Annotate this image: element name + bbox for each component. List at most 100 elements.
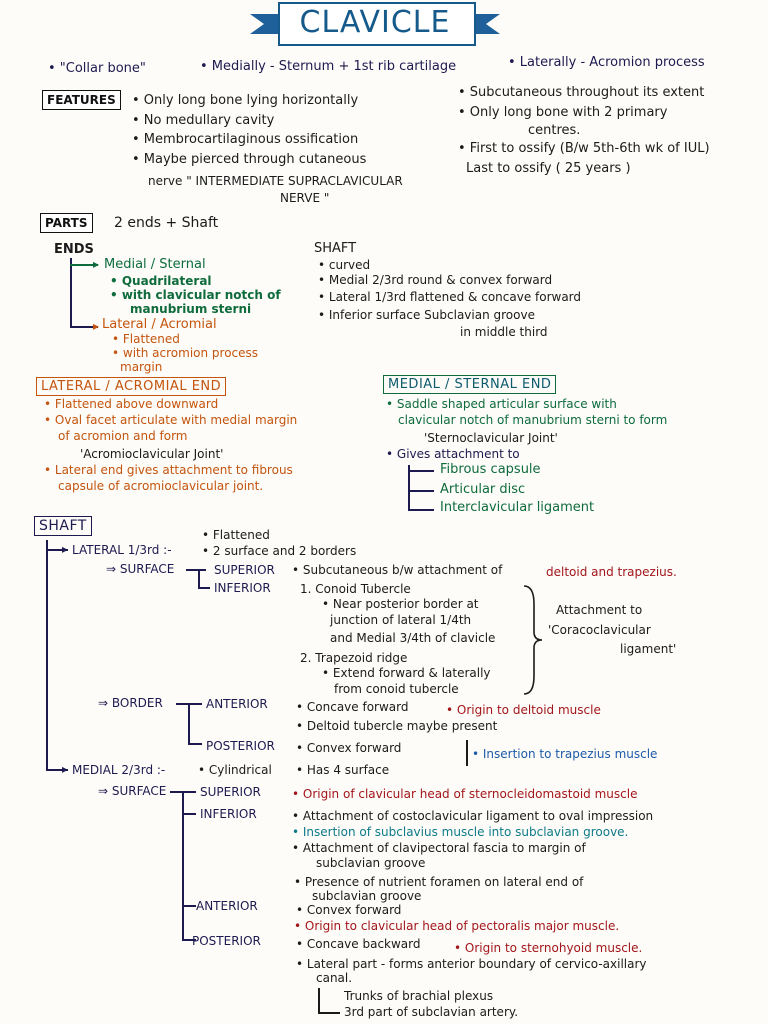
inferior-label: INFERIOR: [214, 581, 271, 595]
medial-end-item-4: • Gives attachment to: [386, 447, 520, 461]
ends-tree-trunk: [70, 258, 72, 328]
medial-attach-branch-2: [408, 490, 434, 492]
anterior-border-label: ANTERIOR: [206, 697, 268, 711]
attachment-note-3: ligament': [620, 642, 677, 656]
inferior-item-7: from conoid tubercle: [334, 682, 459, 696]
medial-attach-tree: [408, 465, 410, 511]
arrow-icon: ▸: [62, 542, 69, 556]
superior-text: • Subcutaneous b/w attachment of: [292, 563, 503, 577]
lateral-part-2: canal.: [316, 971, 353, 985]
ribbon-left: [250, 14, 278, 34]
m-inferior-item-3: • Attachment of clavipectoral fascia to …: [292, 841, 586, 855]
lateral-end-heading: LATERAL / ACROMIAL END: [36, 377, 227, 396]
anterior-item-1: • Concave forward: [296, 700, 409, 714]
attachment-fibrous-capsule: Fibrous capsule: [440, 462, 541, 477]
canal-tree-base: [318, 1012, 340, 1014]
medial-item-3: manubrium sterni: [130, 302, 252, 316]
ends-label: ENDS: [54, 242, 94, 257]
medial-end-label: Medial / Sternal: [104, 257, 206, 272]
shaft-branch-lateral: [46, 549, 68, 551]
m-inferior-item-2: • Insertion of subclavius muscle into su…: [292, 825, 629, 839]
medial-attach-branch-1: [408, 470, 434, 472]
shaft-heading: SHAFT: [34, 516, 92, 536]
medial-attach-branch-3: [408, 509, 434, 511]
lateral-surface-label: ⇒ SURFACE: [106, 562, 175, 576]
shaft-summary-label: SHAFT: [314, 241, 357, 256]
anterior-origin: • Origin to deltoid muscle: [446, 703, 601, 717]
lateral-end-item-5: • Lateral end gives attachment to fibrou…: [44, 463, 293, 477]
lateral-end-item-1: • Flattened above downward: [44, 397, 219, 411]
shaft-branch-medial: [46, 769, 68, 771]
posterior-divider: [466, 740, 468, 766]
medial-end-item-2: clavicular notch of manubrium sterni to …: [398, 413, 668, 427]
inferior-item-5: 2. Trapezoid ridge: [300, 651, 408, 665]
posterior-insertion: • Insertion to trapezius muscle: [472, 747, 658, 761]
attachment-note-1: Attachment to: [556, 603, 643, 617]
medial-surface-label: ⇒ SURFACE: [98, 784, 167, 798]
m-inferior-item-1: • Attachment of costoclavicular ligament…: [292, 809, 654, 823]
feature-left-5: nerve " INTERMEDIATE SUPRACLAVICULAR: [148, 174, 403, 188]
inferior-item-3: junction of lateral 1/4th: [330, 613, 472, 627]
feature-right-3: centres.: [528, 123, 581, 138]
lateral-feature-2: • 2 surface and 2 borders: [202, 544, 357, 558]
posterior-item: • Convex forward: [296, 741, 402, 755]
medial-surface-trunk: [182, 791, 184, 941]
feature-left-2: • No medullary cavity: [132, 113, 275, 128]
m-superior-label: SUPERIOR: [200, 785, 261, 799]
canal-tree-stem: [318, 988, 320, 1014]
lateral-third-label: LATERAL 1/3rd :-: [72, 543, 172, 557]
arrow-icon: ▸: [93, 257, 100, 271]
superior-text-muscles: deltoid and trapezius.: [546, 565, 677, 579]
feature-right-4: • First to ossify (B/w 5th-6th wk of IUL…: [458, 141, 710, 156]
surface-branch-top: [186, 569, 206, 571]
attachment-articular-disc: Articular disc: [440, 482, 526, 497]
m-inferior-item-4: subclavian groove: [316, 856, 426, 870]
attachment-note-2: 'Coracoclavicular: [548, 623, 651, 637]
canal-content-2: 3rd part of subclavian artery.: [344, 1005, 519, 1019]
parts-text: 2 ends + Shaft: [114, 215, 219, 231]
lateral-feature-1: • Flattened: [202, 528, 270, 542]
lateral-end-label: Lateral / Acromial: [102, 317, 217, 332]
medial-item-1: • Quadrilateral: [110, 274, 212, 288]
feature-left-3: • Membrocartilaginous ossification: [132, 132, 359, 147]
inferior-item-2: • Near posterior border at: [322, 597, 479, 611]
medial-surface-branch-anterior: [182, 905, 196, 907]
m-posterior-label: POSTERIOR: [192, 934, 261, 948]
medial-feature-2: • Has 4 surface: [296, 763, 390, 777]
lateral-part-1: • Lateral part - forms anterior boundary…: [296, 957, 647, 971]
border-label: ⇒ BORDER: [98, 696, 163, 710]
shaft-item-2: • Medial 2/3rd round & convex forward: [318, 273, 553, 287]
m-anterior-label: ANTERIOR: [196, 899, 258, 913]
canal-content-1: Trunks of brachial plexus: [344, 989, 494, 1003]
anterior-item-2: • Deltoid tubercle maybe present: [296, 719, 498, 733]
medial-item-2: • with clavicular notch of: [110, 288, 281, 302]
posterior-border-label: POSTERIOR: [206, 739, 275, 753]
lateral-end-item-4: 'Acromioclavicular Joint': [80, 447, 224, 461]
feature-left-4: • Maybe pierced through cutaneous: [132, 152, 367, 167]
m-inferior-item-6: subclavian groove: [312, 889, 422, 903]
m-posterior-item-2: • Origin to sternohyoid muscle.: [454, 941, 643, 955]
medial-surface-branch-posterior: [182, 939, 196, 941]
medial-feature-1: • Cylindrical: [198, 763, 272, 777]
laterally-note: • Laterally - Acromion process: [508, 55, 705, 70]
medial-end-item-3: 'Sternoclavicular Joint': [424, 431, 558, 445]
m-anterior-item-2: • Origin to clavicular head of pectorali…: [294, 919, 620, 933]
m-posterior-item-1: • Concave backward: [296, 937, 421, 951]
medially-note: • Medially - Sternum + 1st rib cartilage: [200, 59, 457, 74]
border-branch-bottom: [188, 743, 202, 745]
feature-left-1: • Only long bone lying horizontally: [132, 93, 359, 108]
shaft-item-3: • Lateral 1/3rd flattened & concave forw…: [318, 290, 582, 304]
title-banner: CLAVICLE: [250, 2, 500, 46]
ends-branch-medial: [70, 264, 98, 266]
arrow-icon: ▸: [62, 762, 69, 776]
shaft-item-1: • curved: [318, 258, 371, 272]
shaft-item-5: in middle third: [460, 325, 548, 339]
shaft-item-4: • Inferior surface Subclavian groove: [318, 308, 535, 322]
lateral-end-item-2: • Oval facet articulate with medial marg…: [44, 413, 298, 427]
lateral-item-2: • with acromion process: [112, 346, 259, 360]
surface-branch-stem: [198, 569, 200, 589]
ribbon-right: [472, 14, 500, 34]
inferior-item-4: and Medial 3/4th of clavicle: [330, 631, 496, 645]
feature-right-1: • Subcutaneous throughout its extent: [458, 85, 705, 100]
curly-brace: [523, 585, 543, 695]
